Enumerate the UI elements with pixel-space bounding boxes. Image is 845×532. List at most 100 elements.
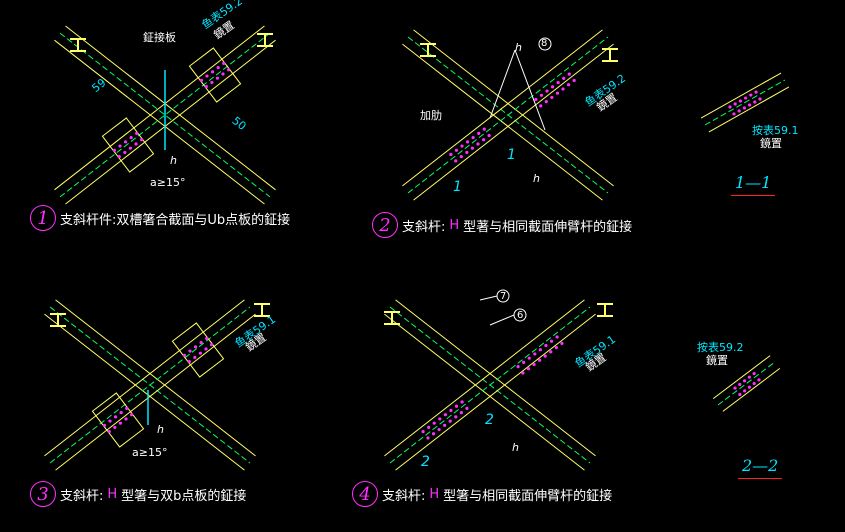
- panel2-ibeam-right: [602, 48, 618, 62]
- h-label-4: h: [512, 441, 519, 454]
- section1-bolts: [749, 93, 753, 97]
- panel1-member-a: [65, 25, 276, 191]
- panel1-member-a-axis: [59, 32, 271, 198]
- panel4-bolts-upper: [538, 348, 542, 352]
- panel4-bolts-upper: [516, 365, 520, 369]
- section1-bolts: [754, 90, 758, 94]
- section-1-ref: 按表59.1: [752, 124, 799, 137]
- panel2-bolts-lower: [471, 135, 475, 140]
- panel3-member-b: [44, 299, 245, 457]
- section-1-marker-b: 1: [507, 147, 516, 163]
- panel3-bolts-lower: [119, 410, 123, 415]
- section2-bolts: [747, 385, 752, 389]
- panel4-bolts-lower: [443, 413, 447, 417]
- panel4-bolts-lower: [426, 436, 430, 440]
- panel3-bolts-lower: [107, 430, 111, 434]
- caption-3-pre: 支斜杆:: [60, 488, 104, 504]
- section1-bolts: [728, 105, 732, 109]
- caption-3-post: 型箸与双b点板的鉦接: [121, 488, 247, 504]
- panel4-bolts-upper: [522, 360, 526, 365]
- panel4-bolts-lower: [465, 406, 469, 410]
- circle-6-label: 6: [517, 310, 524, 321]
- section2-bolts: [738, 392, 742, 397]
- panel4-bolts-lower: [438, 417, 442, 421]
- section2-bolts: [738, 382, 742, 387]
- panel2-bolts-upper: [550, 95, 554, 100]
- section2-bolts: [733, 386, 737, 390]
- panel3-bolts-upper: [209, 343, 214, 347]
- panel4-ibeam-left: [384, 311, 400, 325]
- panel-number-4: 4: [352, 481, 378, 507]
- section1-bolts: [744, 96, 748, 100]
- panel2-member-b: [402, 29, 603, 187]
- panel2-bolts-upper: [555, 91, 560, 95]
- section-2-marker-a: 2: [421, 454, 430, 470]
- panel2-bolts-upper: [539, 93, 544, 97]
- panel3-bolts-lower: [113, 415, 118, 419]
- panel2-circle-8: [538, 37, 552, 51]
- panel2-bolts-upper: [534, 97, 538, 102]
- panel4-bolts-upper: [549, 339, 554, 343]
- section2-bolts: [752, 381, 756, 386]
- caption-3-h: H: [107, 486, 118, 502]
- panel4-member-a: [395, 299, 596, 457]
- panel1-bolts-upper: [204, 85, 208, 89]
- panel2-member-b: [413, 43, 614, 201]
- panel2-bolts-lower: [449, 152, 453, 157]
- panel3-plate-lower: [91, 392, 145, 448]
- section2-bolts: [757, 378, 761, 382]
- panel1-member-b: [54, 25, 265, 191]
- panel2-member-b-axis: [407, 36, 609, 194]
- section-2-ref: 按表59.2: [697, 341, 744, 354]
- panel2-bolts-lower: [459, 155, 463, 159]
- panel1-plate-lower: [101, 117, 155, 173]
- panel4-bolts-upper: [521, 371, 525, 375]
- panel3-bolts-lower: [124, 417, 128, 421]
- panel3-member-b: [55, 313, 256, 471]
- panel3-bolts-upper: [204, 347, 208, 351]
- panel4-leader-a: [479, 295, 498, 301]
- panel2-bolts-upper: [539, 104, 543, 108]
- panel1-bolts-upper: [215, 76, 220, 80]
- panel1-ibeam-right: [257, 33, 273, 47]
- panel3-member-a: [55, 299, 256, 457]
- panel3-bolts-lower: [118, 421, 123, 425]
- panel1-bolts-lower: [134, 142, 138, 146]
- section1-bolts: [742, 106, 746, 110]
- panel4-member-b: [395, 313, 596, 471]
- panel3-bolts-upper: [188, 349, 192, 353]
- panel2-bolts-lower: [481, 138, 486, 142]
- panel3-bolts-lower: [102, 423, 107, 427]
- section2-member: [712, 355, 771, 400]
- section-1-marker-a: 1: [453, 179, 462, 195]
- panel-number-2: 2: [372, 212, 398, 238]
- panel4-bolts-lower: [454, 415, 458, 419]
- panel1-bolts-upper: [205, 74, 209, 78]
- panel4-bolts-upper: [532, 362, 536, 367]
- panel1-ibeam-left: [70, 38, 86, 52]
- caption-2-post: 型著与相同截面伸臂杆的鉦接: [463, 219, 633, 235]
- panel1-bolts-lower: [128, 146, 133, 150]
- caption-1: 1 支斜杆件:双槽箸合截面与Ub点板的鉦接: [30, 205, 290, 231]
- panel2-bolts-lower: [476, 142, 480, 146]
- panel4-bolts-lower: [427, 425, 431, 430]
- section1-bolts: [758, 97, 762, 101]
- panel1-bolts-lower: [112, 148, 117, 152]
- panel4-bolts-lower: [448, 419, 452, 423]
- section2-member: [722, 367, 781, 412]
- panel2-bolts-lower: [454, 159, 458, 163]
- panel4-bolts-lower: [460, 400, 464, 404]
- section2-bolts: [752, 371, 756, 376]
- panel4-bolts-upper: [526, 367, 531, 371]
- panel1-bolts-lower: [135, 131, 139, 135]
- panel2-bolts-lower: [477, 131, 481, 135]
- caption-4-post: 型箸与相同截面伸臂杆的鉦接: [443, 488, 613, 504]
- panel3-bolts-upper: [199, 340, 203, 345]
- section1-bolts: [747, 103, 752, 107]
- section1-member: [708, 86, 790, 133]
- panel4-bolts-lower: [437, 427, 441, 432]
- panel4-member-b: [384, 299, 585, 457]
- panel4-bolts-upper: [543, 354, 547, 358]
- section1-bolts: [738, 99, 743, 103]
- caption-2-h: H: [449, 217, 460, 233]
